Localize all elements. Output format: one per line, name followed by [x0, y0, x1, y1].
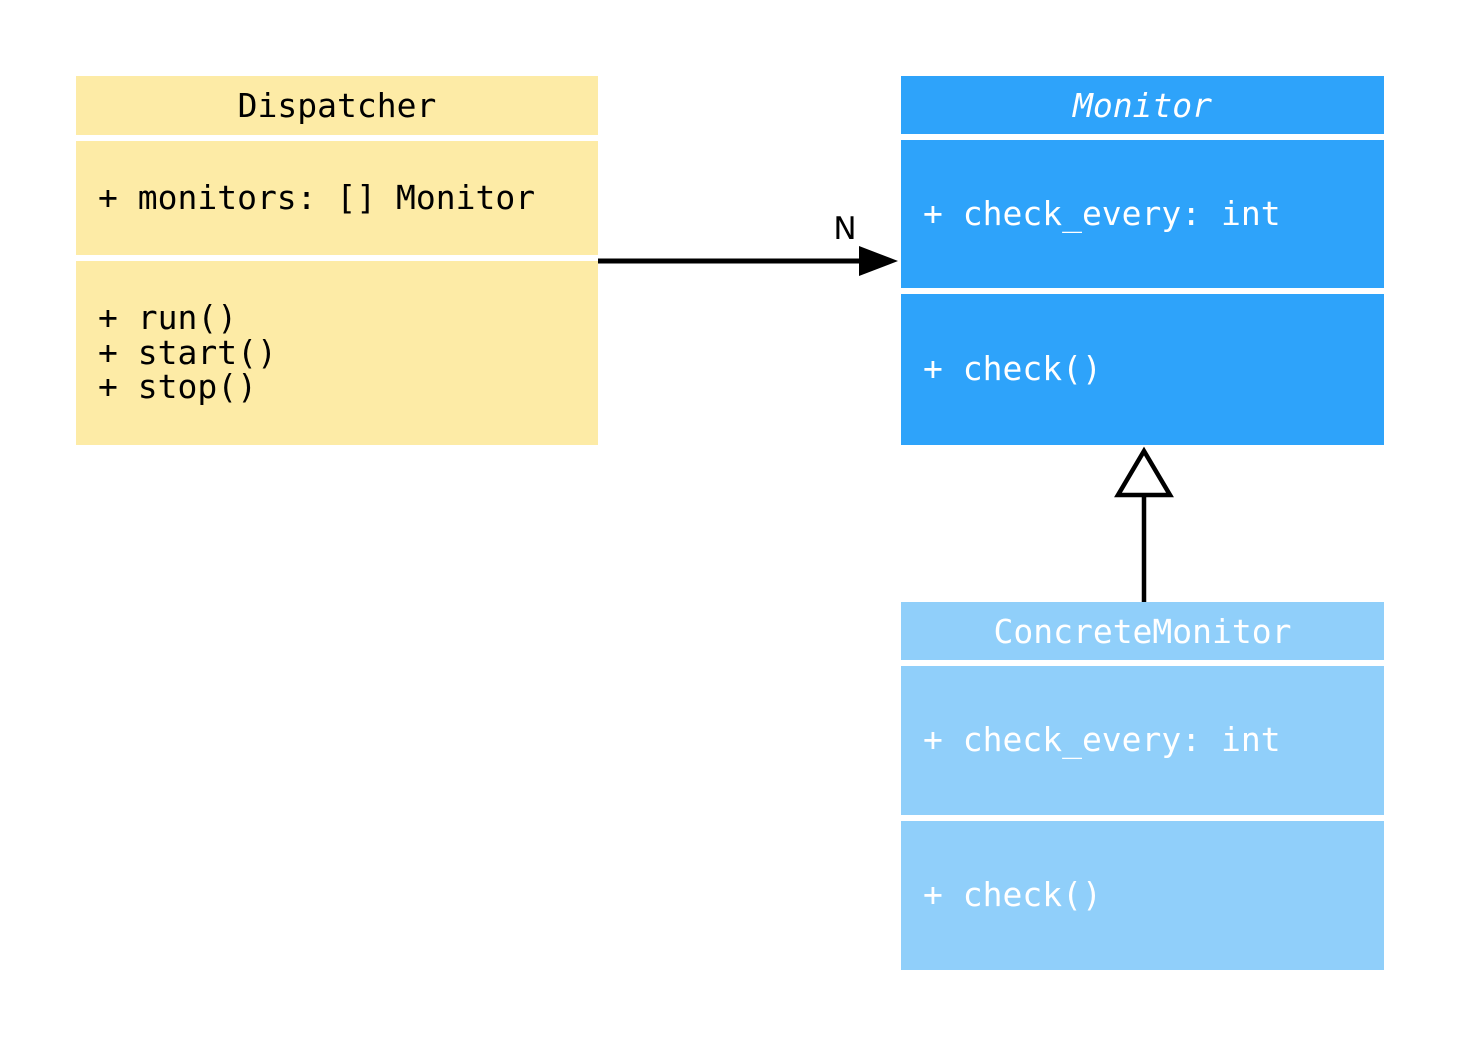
dispatcher-method-start: + start() [98, 332, 277, 372]
concrete-monitor-attributes-section: + check_every: int [901, 666, 1384, 815]
filled-arrowhead-icon [859, 246, 898, 276]
dispatcher-title-bar: Dispatcher [76, 76, 598, 135]
hollow-triangle-arrowhead-icon [1114, 446, 1174, 498]
monitor-title-bar: Monitor [901, 76, 1384, 134]
monitor-methods-section: + check() [901, 294, 1384, 445]
uml-class-monitor: Monitor + check_every: int + check() [901, 76, 1384, 445]
inheritance-arrow-concrete-monitor-to-monitor [1114, 446, 1174, 602]
concrete-monitor-class-name: ConcreteMonitor [993, 611, 1292, 651]
dispatcher-method-run: + run() [98, 298, 238, 338]
monitor-class-name: Monitor [1072, 85, 1213, 125]
dispatcher-methods-section: + run() + start() + stop() [76, 261, 598, 445]
dispatcher-attributes-section: + monitors: [] Monitor [76, 141, 598, 255]
dispatcher-class-name: Dispatcher [237, 86, 437, 125]
association-arrow-dispatcher-to-monitor [598, 246, 898, 276]
association-multiplicity-label: N [833, 211, 857, 247]
dispatcher-method-stop: + stop() [98, 367, 257, 407]
monitor-attribute-check-every: + check_every: int [923, 193, 1281, 233]
dispatcher-attribute-monitors: + monitors: [] Monitor [98, 177, 536, 217]
uml-class-dispatcher: Dispatcher + monitors: [] Monitor + run(… [76, 76, 598, 445]
concrete-monitor-method-check: + check() [923, 875, 1102, 915]
monitor-method-check: + check() [923, 349, 1102, 389]
uml-class-concrete-monitor: ConcreteMonitor + check_every: int + che… [901, 602, 1384, 970]
concrete-monitor-attribute-check-every: + check_every: int [923, 720, 1281, 760]
monitor-attributes-section: + check_every: int [901, 140, 1384, 288]
concrete-monitor-title-bar: ConcreteMonitor [901, 602, 1384, 660]
concrete-monitor-methods-section: + check() [901, 821, 1384, 970]
